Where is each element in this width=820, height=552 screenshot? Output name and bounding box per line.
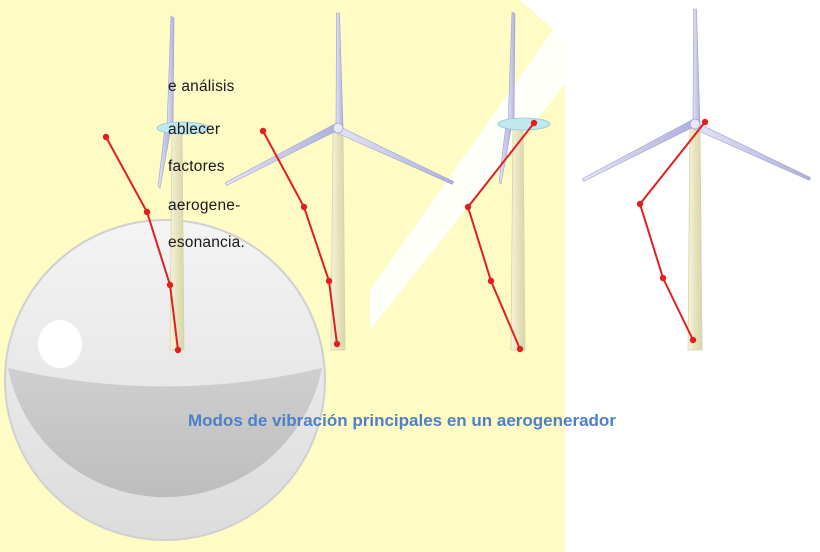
turbine-3 bbox=[497, 11, 551, 351]
mode-shapes bbox=[102, 118, 709, 354]
wind-turbines bbox=[156, 8, 812, 351]
mode-node bbox=[300, 203, 308, 211]
mode-line bbox=[262, 130, 338, 345]
mode-node bbox=[174, 346, 182, 354]
white-diagonal-band bbox=[370, 20, 600, 330]
mode-node bbox=[636, 200, 644, 208]
mode-node bbox=[325, 277, 333, 285]
mode-node bbox=[166, 281, 174, 289]
mode-node bbox=[487, 277, 495, 285]
side-text-line-5: esonancia. bbox=[168, 234, 245, 251]
mode-node bbox=[102, 133, 110, 141]
mode-node bbox=[259, 127, 267, 135]
mode-node bbox=[701, 118, 709, 126]
turbine-1 bbox=[156, 15, 210, 351]
mode-node bbox=[464, 203, 472, 211]
turbine-2 bbox=[224, 12, 455, 351]
side-text-line-2: ablecer bbox=[168, 121, 221, 138]
sphere-decoration bbox=[4, 219, 326, 541]
mode-node bbox=[659, 274, 667, 282]
mode-line bbox=[466, 122, 535, 350]
mode-shape-2 bbox=[259, 127, 341, 348]
mode-node bbox=[516, 345, 524, 353]
hub bbox=[689, 118, 701, 130]
side-text-line-1: e análisis bbox=[168, 78, 235, 95]
white-top-strip bbox=[520, 0, 565, 40]
mode-node bbox=[333, 340, 341, 348]
mode-shape-3 bbox=[464, 119, 538, 353]
mode-node bbox=[143, 208, 151, 216]
nacelle bbox=[497, 117, 551, 131]
figure-caption: Modos de vibración principales en un aer… bbox=[188, 411, 616, 430]
mode-node bbox=[689, 336, 697, 344]
mode-line bbox=[105, 136, 179, 351]
sphere-highlight bbox=[38, 320, 82, 368]
mode-shape-1 bbox=[102, 133, 182, 354]
side-text-line-3: factores bbox=[168, 158, 225, 175]
turbine-4 bbox=[581, 8, 812, 351]
side-text-line-4: aerogene- bbox=[168, 197, 241, 214]
mode-node bbox=[530, 119, 538, 127]
hub bbox=[332, 122, 344, 134]
tower bbox=[510, 123, 526, 351]
tower bbox=[687, 123, 703, 351]
mode-shape-4 bbox=[636, 118, 709, 344]
mode-line bbox=[638, 121, 706, 341]
nacelle bbox=[156, 121, 210, 135]
